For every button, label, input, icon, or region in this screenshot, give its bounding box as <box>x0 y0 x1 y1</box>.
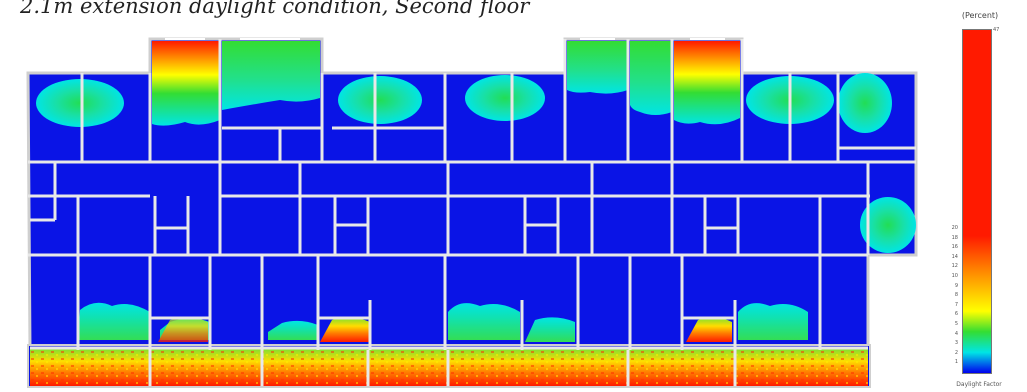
figure-title: 2.1m extension daylight condition, Secon… <box>20 0 530 18</box>
legend-color-scale <box>962 29 992 374</box>
south-room-daylight-zones <box>78 302 808 342</box>
interior-walls <box>28 39 916 386</box>
legend-caption: Daylight Factor <box>956 381 1002 388</box>
legend-unit-label: (Percent) <box>961 11 999 20</box>
legend-max-label: 47 <box>993 27 1000 33</box>
